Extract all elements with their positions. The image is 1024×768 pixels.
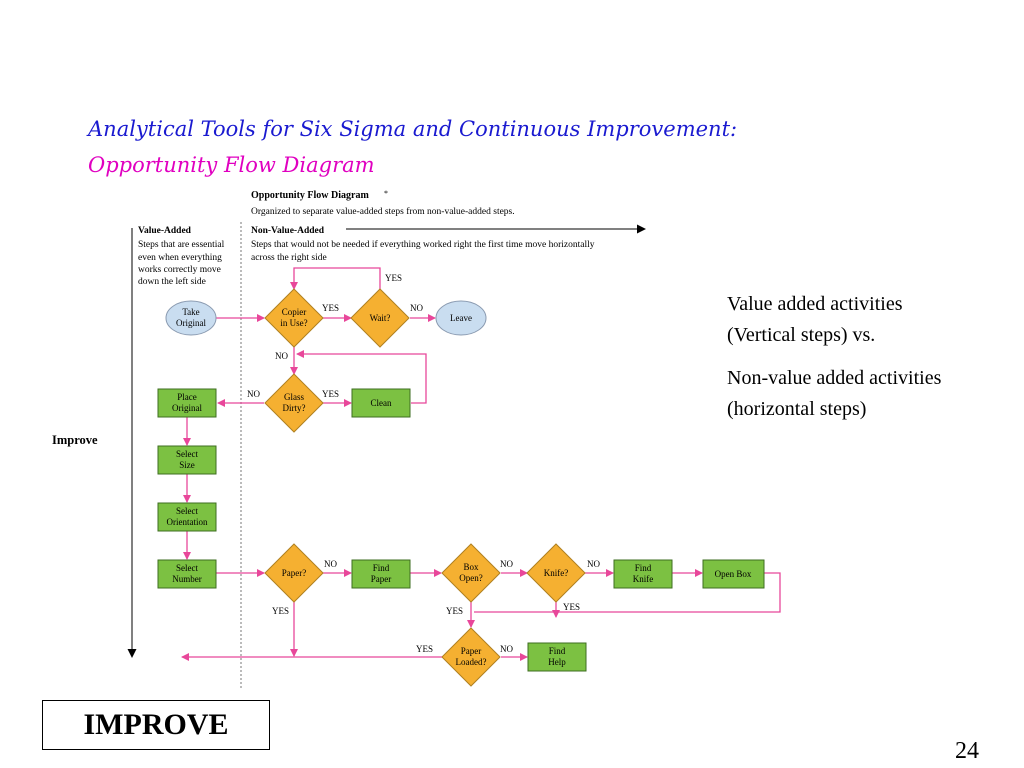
label-no: NO <box>500 559 513 569</box>
label-yes: YES <box>322 389 339 399</box>
label-no: NO <box>500 644 513 654</box>
side-notes: Value added activities (Vertical steps) v… <box>727 289 1017 437</box>
improve-box: IMPROVE <box>42 700 270 750</box>
node-leave-label: Leave <box>450 313 472 323</box>
node-copier-in-use <box>264 288 324 348</box>
node-open-box-label: Open Box <box>715 569 752 579</box>
label-no: NO <box>324 559 337 569</box>
node-select-orientation <box>157 502 217 532</box>
non-value-added-desc: Steps that would not be needed if everyt… <box>251 239 597 263</box>
node-place-original <box>157 388 217 418</box>
slide-title-line1: Analytical Tools for Six Sigma and Conti… <box>88 117 738 141</box>
page-number: 24 <box>955 738 979 764</box>
branch-labels: YES NO YES NO NO YES NO NO NO YES YES YE… <box>247 273 600 654</box>
node-leave <box>435 300 487 336</box>
label-yes: YES <box>272 606 289 616</box>
label-yes: YES <box>446 606 463 616</box>
side-note-3: Non-value added activities <box>727 367 942 389</box>
node-glass-dirty <box>264 373 324 433</box>
diagram-heading-mark: * <box>384 189 388 198</box>
node-knife-label: Knife? <box>544 568 569 578</box>
slide-title-line2: Opportunity Flow Diagram <box>88 153 375 177</box>
label-no: NO <box>247 389 260 399</box>
node-wait-label: Wait? <box>370 313 391 323</box>
node-take-original <box>165 300 217 336</box>
node-paper <box>264 543 324 603</box>
label-no: NO <box>587 559 600 569</box>
node-select-size <box>157 445 217 475</box>
label-yes: YES <box>416 644 433 654</box>
label-yes: YES <box>322 303 339 313</box>
node-find-paper <box>351 559 411 589</box>
side-note-2: (Vertical steps) vs. <box>727 324 876 346</box>
label-no: NO <box>275 351 288 361</box>
node-open-box <box>702 559 765 589</box>
node-find-help <box>527 642 587 672</box>
label-yes: YES <box>385 273 402 283</box>
node-select-number <box>157 559 217 589</box>
improve-axis-label: Improve <box>52 433 98 447</box>
non-value-added-title: Non-Value-Added <box>251 226 325 236</box>
node-clean <box>351 388 411 418</box>
label-no: NO <box>410 303 423 313</box>
side-note-1: Value added activities <box>727 293 903 315</box>
node-paper-label: Paper? <box>282 568 307 578</box>
diagram-heading: Opportunity Flow Diagram <box>251 190 369 201</box>
connectors <box>181 267 781 661</box>
value-added-desc: Steps that are essential even when every… <box>138 240 227 287</box>
node-wait <box>350 288 410 348</box>
node-knife <box>526 543 586 603</box>
label-yes: YES <box>563 602 580 612</box>
node-paper-loaded <box>441 627 501 687</box>
value-added-title: Value-Added <box>138 226 192 236</box>
side-note-4: (horizontal steps) <box>727 398 867 420</box>
node-find-knife <box>613 559 673 589</box>
node-box-open <box>441 543 501 603</box>
diagram-subheading: Organized to separate value-added steps … <box>251 206 515 217</box>
node-clean-label: Clean <box>371 398 392 408</box>
